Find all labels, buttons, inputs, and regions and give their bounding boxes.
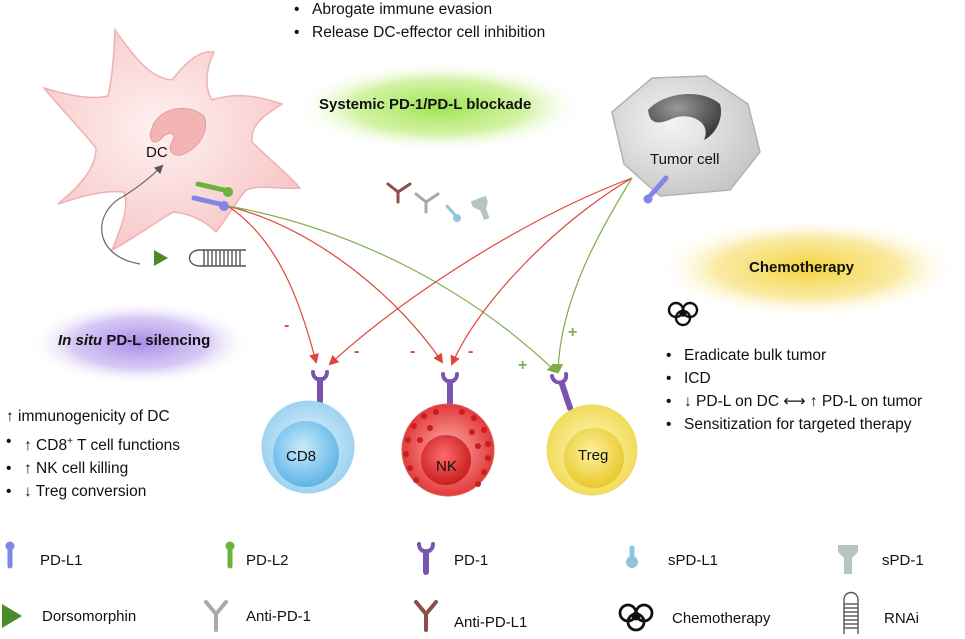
legend-pd-l1-icon <box>5 541 15 569</box>
dc-label: DC <box>146 144 168 161</box>
chemo-outcome-item: Sensitization for targeted therapy <box>662 413 922 436</box>
nk-granules <box>403 409 491 487</box>
dc-inhibition-arrows <box>227 205 444 364</box>
dc-outcome-list: ↑ CD8+ T cell functions ↑ NK cell killin… <box>2 430 180 503</box>
legend-label-pd-l1: PD-L1 <box>40 552 83 569</box>
tumor-treg-activation-arrow <box>553 177 633 374</box>
legend-label-anti-pd-l1: Anti-PD-L1 <box>454 614 528 631</box>
legend-label-rnai: RNAi <box>884 610 920 627</box>
dc-outcome-item: ↓ Treg conversion <box>2 480 180 503</box>
top-bullet-list: Abrogate immune evasion Release DC-effec… <box>290 0 545 44</box>
dc-nk-minus-sign: - <box>410 343 415 360</box>
dc-pd-l1-icon <box>191 195 229 211</box>
legend-label-spd-1: sPD-1 <box>882 552 924 569</box>
top-bullet: Release DC-effector cell inhibition <box>290 21 545 44</box>
tumor-nk-minus-sign: - <box>468 343 473 360</box>
legend-pd-1-icon <box>417 542 435 575</box>
spd-l1-icon <box>445 204 461 222</box>
chemo-outcome-item: ↓ PD-L on DC ⟷ ↑ PD-L on tumor <box>662 390 922 413</box>
legend-rnai-icon <box>843 591 859 634</box>
tumor-inhibition-arrows <box>328 177 633 366</box>
silencing-arrow <box>101 164 164 265</box>
treg-label: Treg <box>578 447 608 464</box>
cd8-pd-1-icon <box>311 370 329 405</box>
dc-treg-activation-arrow <box>227 205 558 374</box>
dc-immunogenicity-heading: ↑ immunogenicity of DC <box>6 408 170 425</box>
pd-l-silencing-label-italic: In situ <box>58 332 103 349</box>
tumor-cell-label: Tumor cell <box>650 151 719 168</box>
cd8-cell <box>261 400 355 494</box>
dc-outcome-item: ↑ NK cell killing <box>2 457 180 480</box>
legend-anti-pd-l1-icon <box>414 600 438 632</box>
tumor-cd8-minus-sign: - <box>354 343 359 360</box>
systemic-blockade-label: Systemic PD-1/PD-L blockade <box>319 96 532 113</box>
legend-label-dorsomorphin: Dorsomorphin <box>42 608 137 625</box>
legend-anti-pd-1-icon <box>204 600 228 632</box>
dorsomorphin-drug-icon <box>154 250 168 266</box>
dc-treg-plus-sign: + <box>518 357 527 374</box>
chemo-outcome-item: Eradicate bulk tumor <box>662 344 922 367</box>
spd-1-icon <box>470 195 490 221</box>
tumor-pd-l1-icon <box>643 175 669 204</box>
chemotherapy-glow <box>656 218 960 318</box>
chemo-outcome-item: ICD <box>662 367 922 390</box>
treg-cell <box>546 404 638 496</box>
nk-cell <box>401 403 495 497</box>
legend-label-spd-l1: sPD-L1 <box>668 552 719 569</box>
anti-pd-l1-antibody-icon <box>386 182 412 204</box>
legend-label-pd-1: PD-1 <box>454 552 489 569</box>
chemotherapy-outcome-list: Eradicate bulk tumor ICD ↓ PD-L on DC ⟷ … <box>662 344 922 436</box>
chemotherapy-label: Chemotherapy <box>749 259 855 276</box>
dendritic-cell <box>41 27 302 252</box>
cd8-label: CD8 <box>286 448 316 465</box>
treg-pd-1-icon <box>550 372 573 411</box>
legend-dorsomorphin-icon <box>2 604 22 628</box>
legend-biohazard-icon <box>618 603 654 632</box>
rnai-drug-icon <box>188 249 246 267</box>
legend-pd-l2-icon <box>225 541 235 569</box>
legend-spd-1-icon <box>838 545 858 574</box>
systemic-blockade-glow <box>295 62 585 152</box>
pd-l-silencing-label: In situ PD-L silencing <box>58 332 210 349</box>
nk-label: NK <box>436 458 457 475</box>
legend-spd-l1-icon <box>626 545 638 568</box>
chemo-biohazard-icon <box>667 301 699 327</box>
legend-label-anti-pd-1: Anti-PD-1 <box>246 608 312 625</box>
dc-cd8-minus-sign: - <box>284 317 289 334</box>
nk-pd-1-icon <box>441 372 459 407</box>
tumor-cell <box>611 75 761 197</box>
dc-outcome-item: ↑ CD8+ T cell functions <box>2 430 180 457</box>
anti-pd-1-antibody-icon <box>414 192 440 214</box>
tumor-treg-plus-sign: + <box>568 324 577 341</box>
pd-l-silencing-label-rest: PD-L silencing <box>102 332 211 349</box>
legend-label-pd-l2: PD-L2 <box>246 552 289 569</box>
dc-pd-l2-icon <box>195 181 233 197</box>
legend-label-chemotherapy: Chemotherapy <box>672 610 771 627</box>
top-bullet: Abrogate immune evasion <box>290 0 545 21</box>
pd-l-silencing-glow <box>28 301 252 385</box>
